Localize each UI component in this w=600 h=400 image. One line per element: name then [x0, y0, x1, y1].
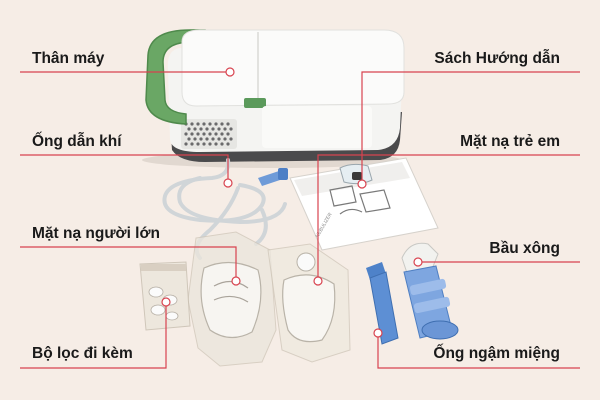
adult-mask — [187, 231, 277, 367]
leader-dots — [161, 67, 423, 338]
label-than-may: Thân máy — [32, 50, 105, 67]
tube-connector — [258, 168, 288, 186]
label-bau-xong: Bầu xông — [489, 240, 560, 257]
label-bo-loc: Bộ lọc đi kèm — [32, 345, 133, 362]
leader-sach-huong-dan — [361, 71, 580, 184]
green-handle — [145, 29, 206, 125]
leader-lines — [20, 71, 580, 369]
dot-mat-na-nguoi-lon — [231, 276, 241, 286]
mouthpiece — [366, 262, 399, 345]
leader-bo-loc — [20, 302, 167, 369]
dot-bau-xong — [413, 257, 423, 267]
label-sach-huong-dan: Sách Hướng dẫn — [434, 50, 560, 67]
dot-ong-ngam-mieng — [373, 328, 383, 338]
vent-grille — [181, 119, 237, 149]
leader-mat-na-tre-em — [317, 154, 580, 281]
label-mat-na-nguoi-lon: Mặt nạ người lớn — [32, 225, 160, 242]
filters-pack — [139, 261, 191, 331]
nebulizer-body — [142, 29, 405, 168]
dot-bo-loc — [161, 297, 171, 307]
child-mask — [339, 163, 373, 185]
leader-ong-dan-khi — [20, 154, 229, 183]
dot-sach-huong-dan — [357, 179, 367, 189]
nebulizer-cup — [401, 242, 459, 340]
label-mat-na-tre-em: Mặt nạ trẻ em — [460, 133, 560, 150]
leader-ong-ngam-mieng — [377, 333, 580, 369]
label-ong-ngam-mieng: Ống ngậm miệng — [433, 345, 560, 362]
mask-bag — [267, 243, 351, 363]
dot-than-may — [225, 67, 235, 77]
dot-mat-na-tre-em — [313, 276, 323, 286]
leader-mat-na-nguoi-lon — [20, 246, 237, 281]
dot-ong-dan-khi — [223, 178, 233, 188]
label-ong-dan-khi: Ống dẫn khí — [32, 133, 122, 150]
